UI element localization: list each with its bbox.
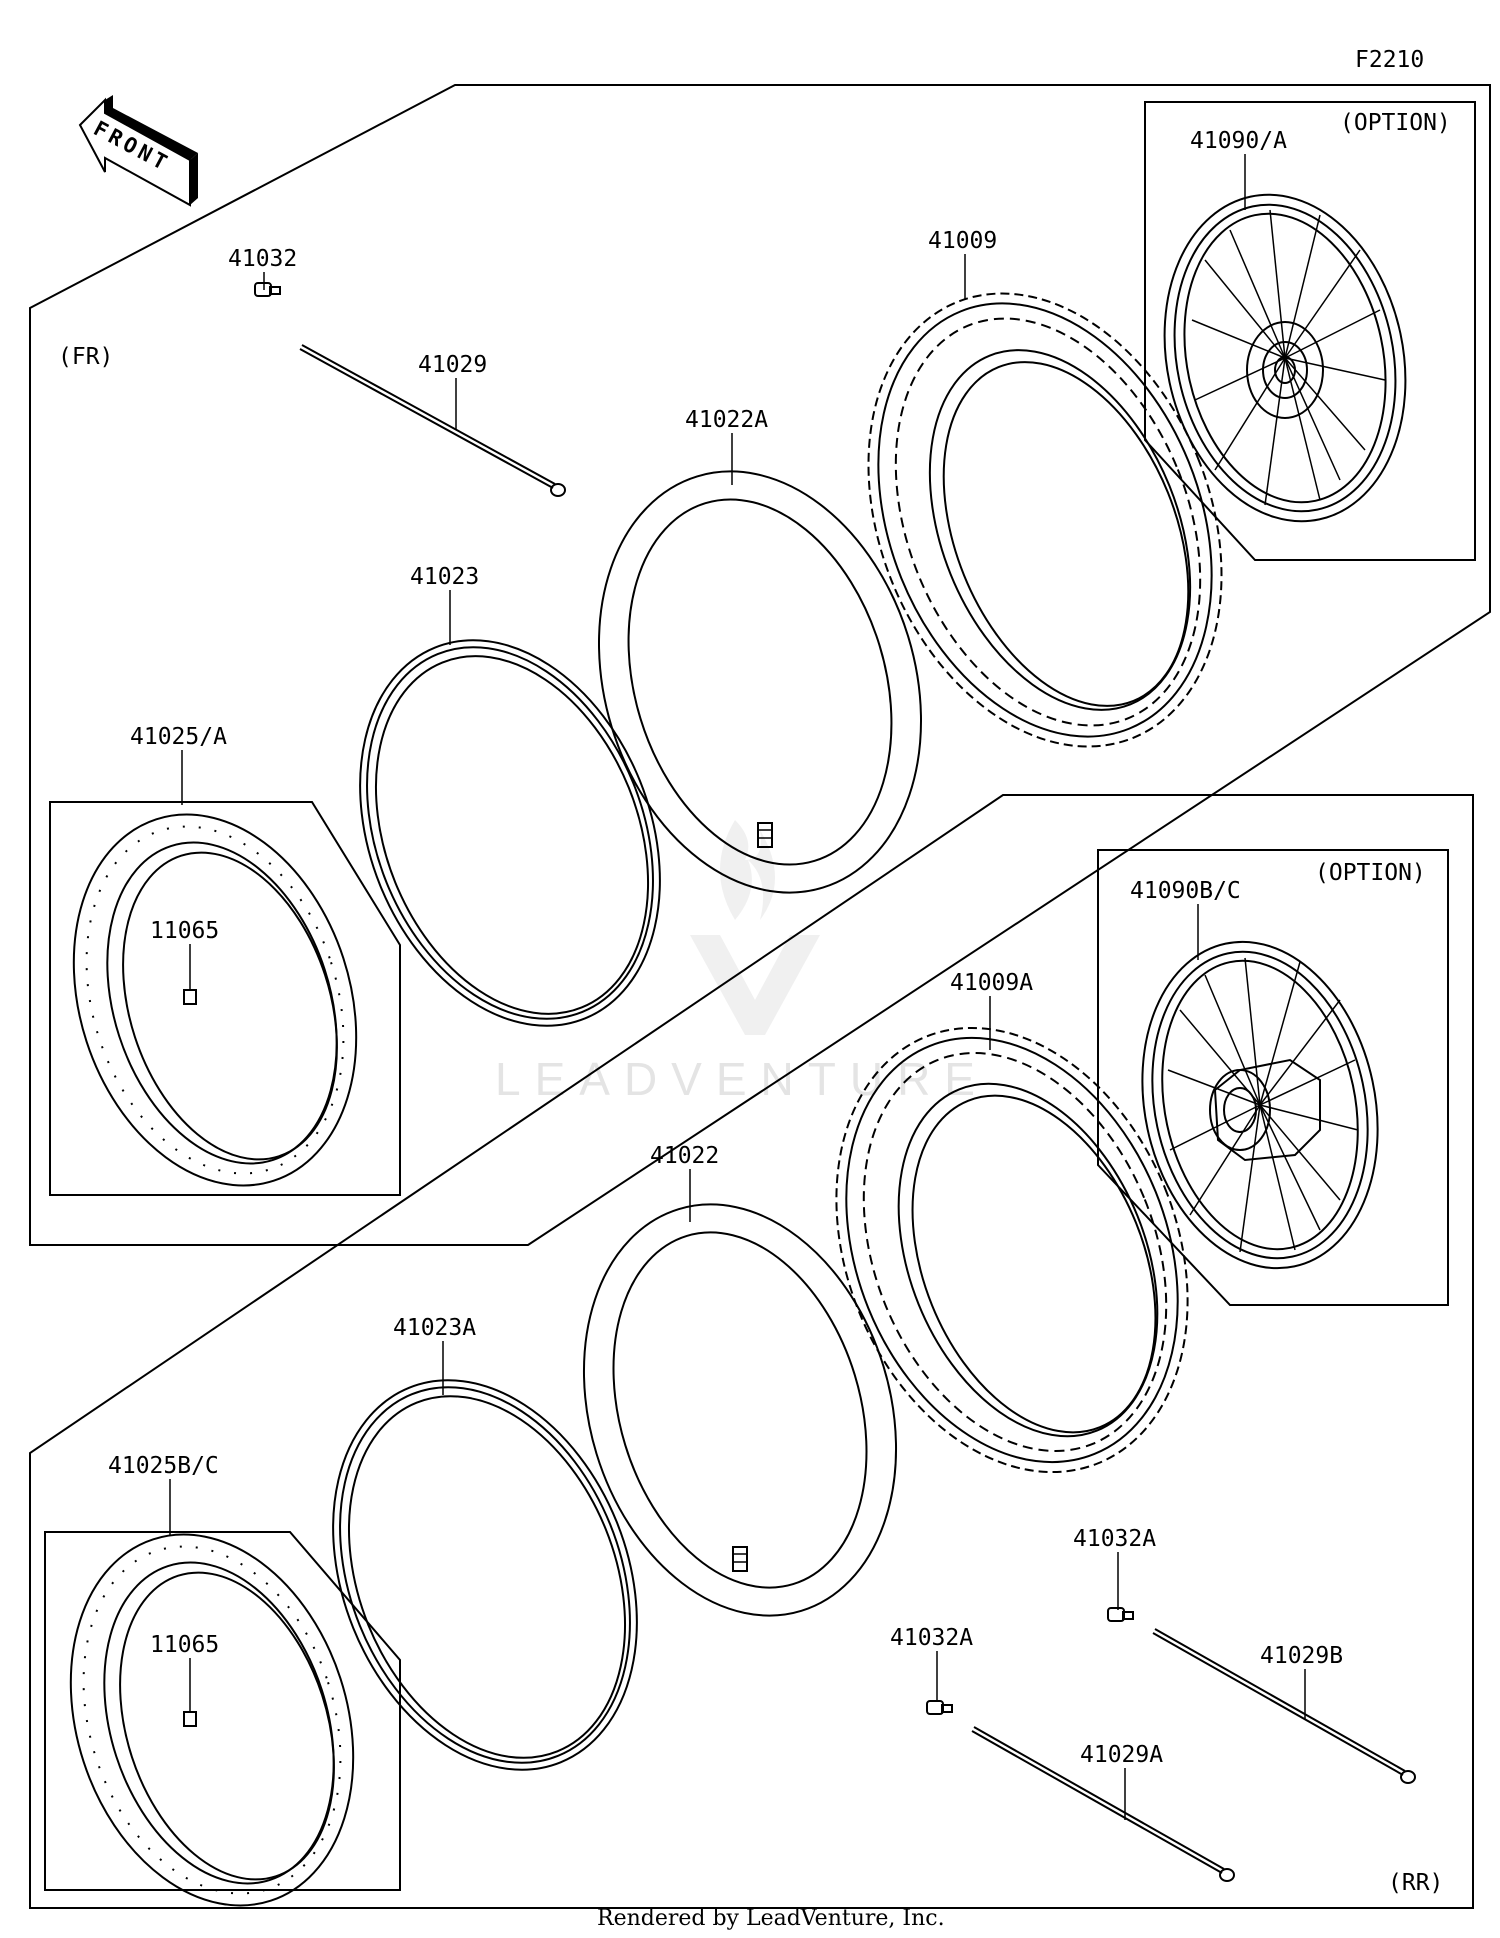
footer-credit: Rendered by LeadVenture, Inc. <box>597 1906 945 1931</box>
front-option-label: (OPTION) <box>1340 110 1451 136</box>
rear-rim-band <box>332 1379 638 1771</box>
rear-rim-nipple <box>183 1711 197 1727</box>
front-section-label: (FR) <box>58 344 113 370</box>
rear-rim-frame <box>44 1531 401 1891</box>
front-tire <box>867 292 1223 748</box>
label-rear-valve-cap-lower: 41032A <box>890 1625 973 1651</box>
label-rear-rim: 41025B/C <box>108 1453 219 1479</box>
label-front-spoke: 41029 <box>418 352 487 378</box>
watermark-text: LEADVENTURE <box>495 1053 989 1105</box>
front-rim-frame <box>49 801 401 1196</box>
front-spoke <box>299 344 566 497</box>
front-arrow-icon <box>78 95 198 207</box>
rear-option-frame <box>1097 849 1449 1306</box>
label-front-rim-nipple: 11065 <box>150 918 219 944</box>
rear-section-frame <box>29 794 1474 1909</box>
front-section-frame <box>29 84 1491 1246</box>
label-rear-tube: 41022 <box>650 1143 719 1169</box>
label-front-wheel-option: 41090/A <box>1190 128 1287 154</box>
rear-spoke-upper <box>1152 1628 1416 1784</box>
label-rear-rim-nipple: 11065 <box>150 1632 219 1658</box>
diagram-code: F2210 <box>1355 47 1424 73</box>
label-front-tube: 41022A <box>685 407 768 433</box>
rear-option-label: (OPTION) <box>1315 860 1426 886</box>
label-rear-spoke-lower: 41029A <box>1080 1742 1163 1768</box>
rear-valve-cap-upper <box>1107 1607 1134 1622</box>
front-rim-nipple <box>183 989 197 1005</box>
label-rear-rim-band: 41023A <box>393 1315 476 1341</box>
rear-spoke-lower <box>971 1726 1235 1882</box>
label-rear-wheel-option: 41090B/C <box>1130 878 1241 904</box>
rear-wheel-option <box>1141 940 1379 1270</box>
label-front-rim-band: 41023 <box>410 564 479 590</box>
front-valve-cap <box>254 282 281 297</box>
label-front-tire: 41009 <box>928 228 997 254</box>
label-rear-tire: 41009A <box>950 970 1033 996</box>
rear-tire <box>835 1026 1189 1474</box>
label-rear-valve-cap-upper: 41032A <box>1073 1526 1156 1552</box>
watermark-logo <box>690 820 820 1035</box>
rear-section-label: (RR) <box>1388 1870 1443 1896</box>
front-rim-band <box>359 639 661 1027</box>
rear-tube <box>582 1203 898 1617</box>
label-front-valve-cap: 41032 <box>228 246 297 272</box>
label-front-rim: 41025/A <box>130 724 227 750</box>
front-rim <box>72 813 358 1187</box>
label-rear-spoke-upper: 41029B <box>1260 1643 1343 1669</box>
rear-valve-cap-lower <box>926 1700 953 1715</box>
front-option-frame <box>1144 101 1476 561</box>
front-wheel-option <box>1163 193 1407 523</box>
rear-rim <box>69 1533 355 1907</box>
